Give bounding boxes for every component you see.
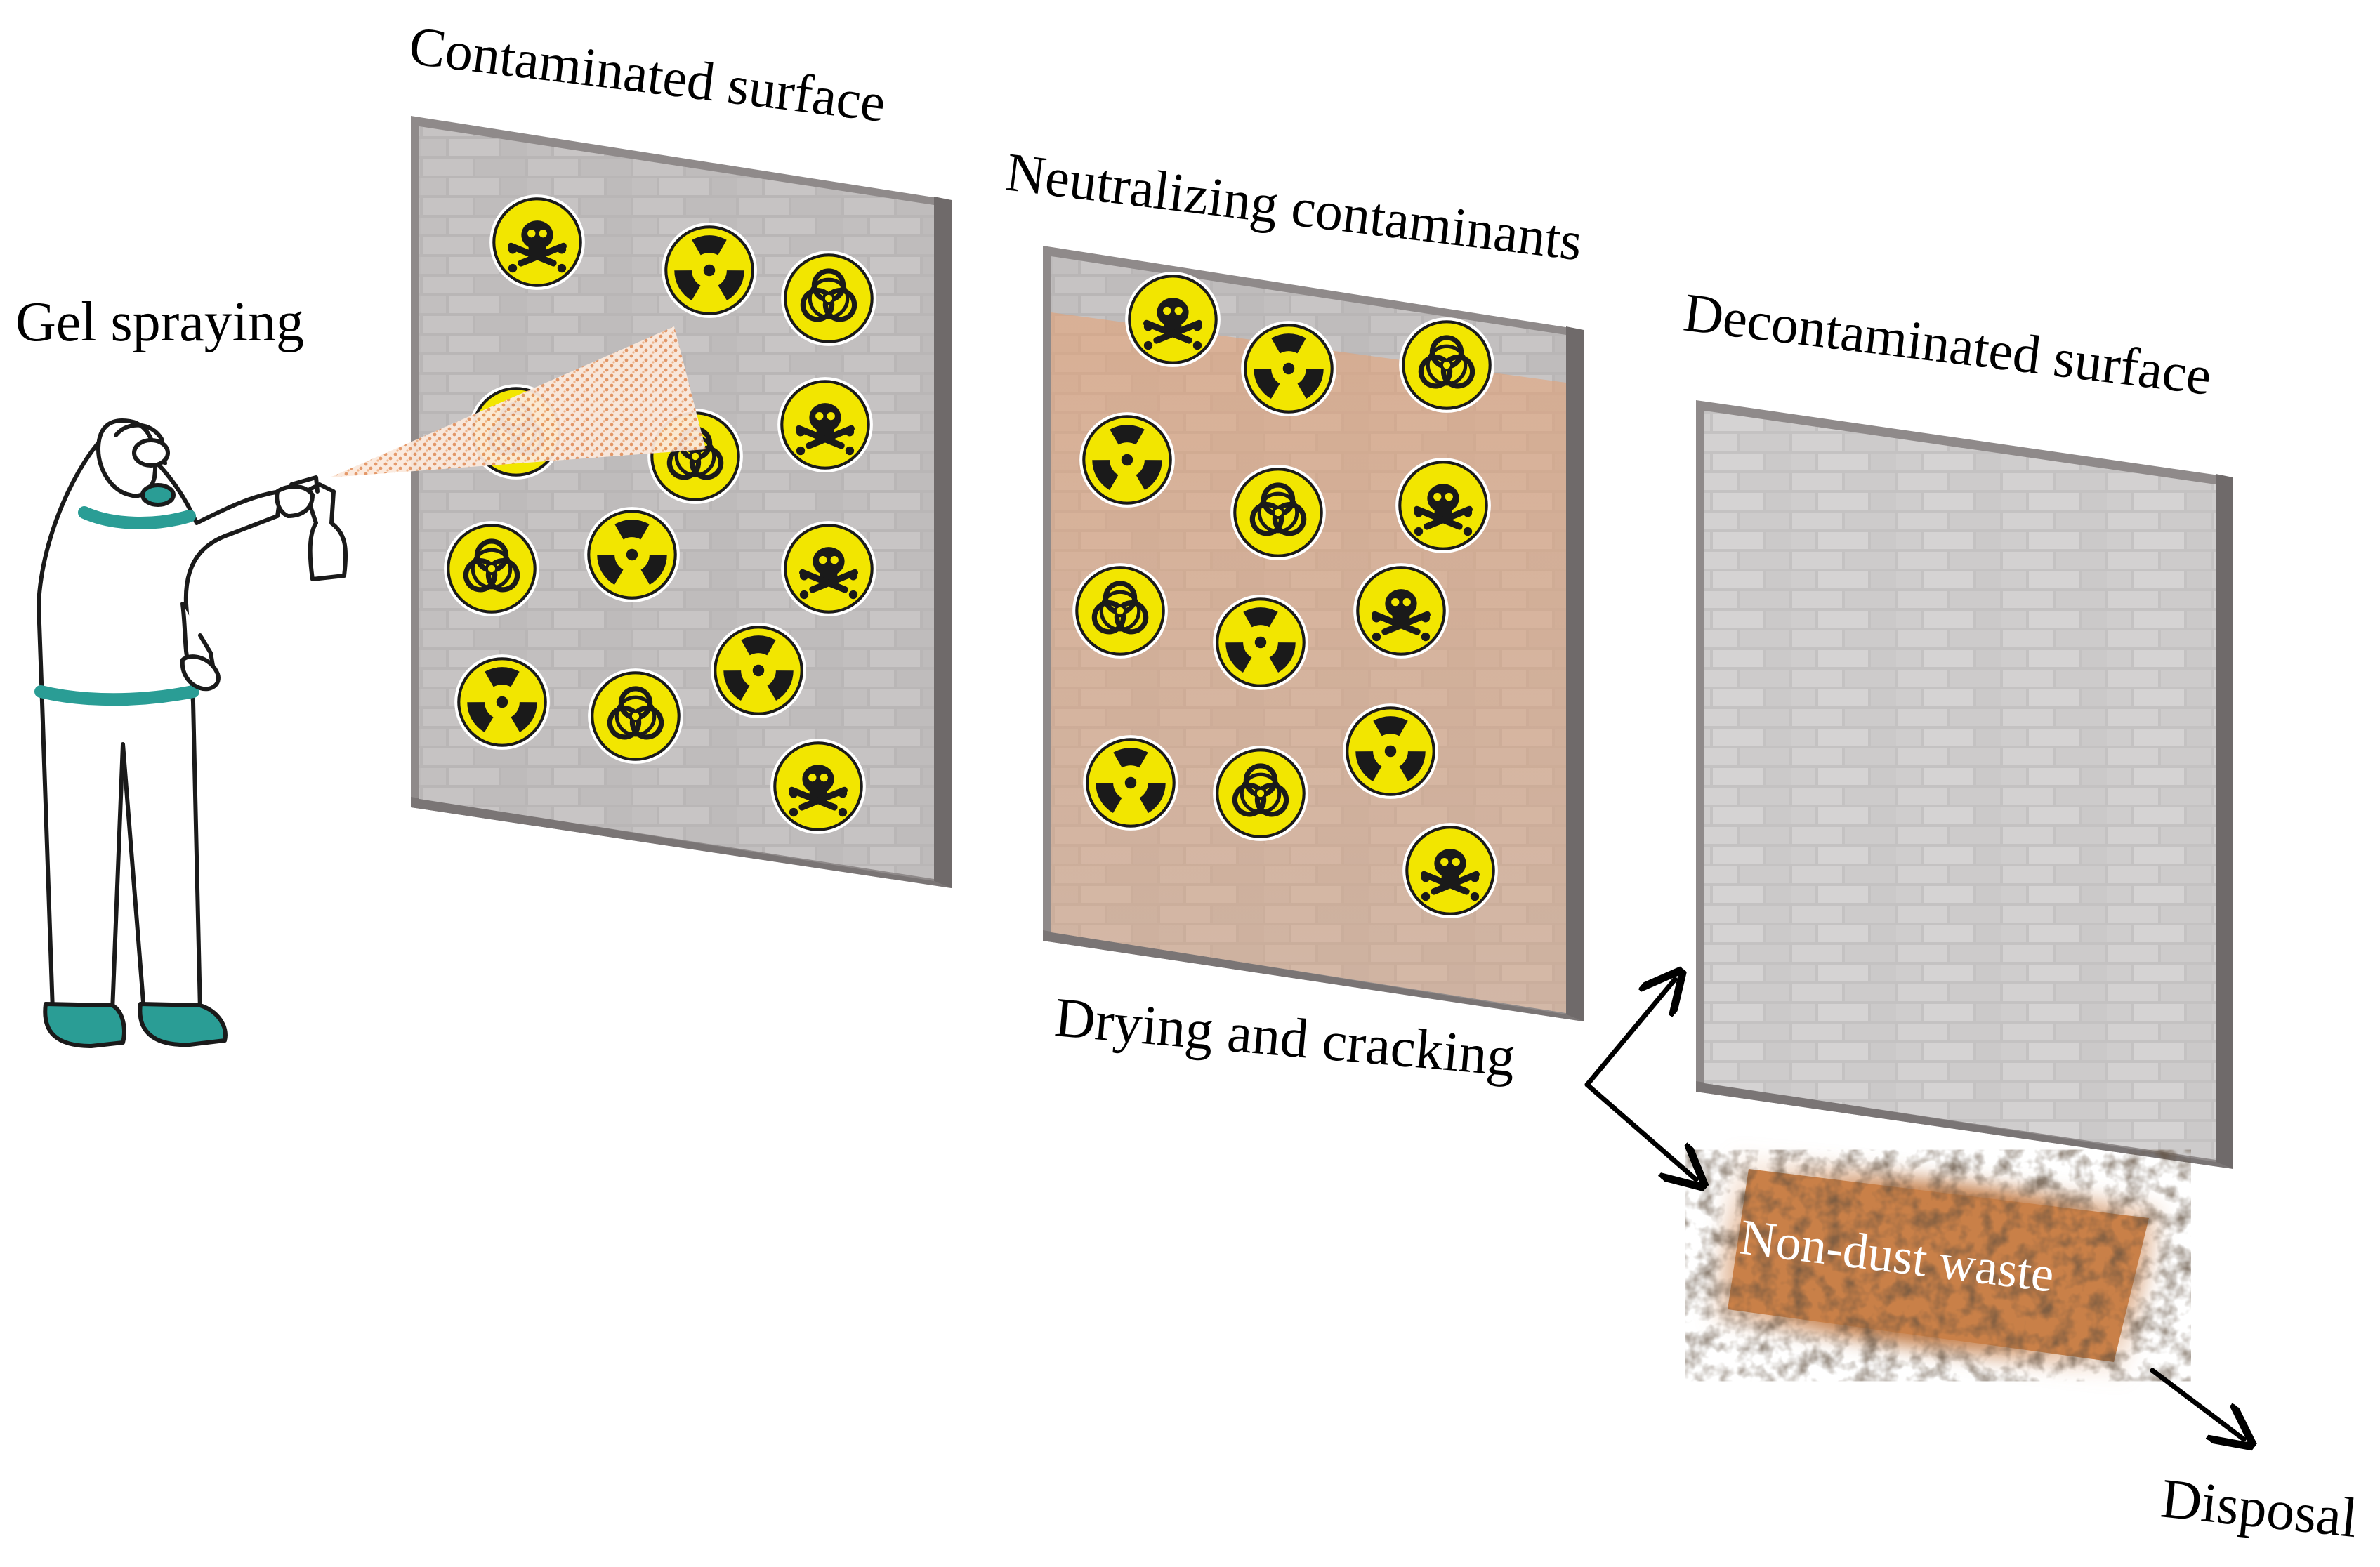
skull-icon <box>777 377 873 472</box>
process-arrows <box>1584 979 2244 1439</box>
skull-icon <box>1402 823 1498 918</box>
radiation-icon <box>1213 595 1308 690</box>
label-neutralizing-contaminants: Neutralizing contaminants <box>1003 141 1586 272</box>
radiation-icon <box>662 223 757 318</box>
radiation-icon <box>1241 321 1336 416</box>
arrow-to-decontaminated <box>1584 979 1675 1087</box>
arrow-to-disposal <box>2150 1368 2244 1439</box>
radiation-icon <box>454 654 550 750</box>
decontaminated-wall <box>1696 400 2233 1169</box>
gel-spray-cone <box>330 326 706 477</box>
radiation-icon <box>1343 703 1438 799</box>
skull-icon <box>1353 563 1449 659</box>
label-drying-and-cracking: Drying and cracking <box>1052 986 1518 1088</box>
skull-icon <box>781 521 876 616</box>
skull-icon <box>770 739 866 834</box>
skull-icon <box>489 194 585 290</box>
skull-icon <box>1395 458 1491 553</box>
radiation-icon <box>1079 412 1175 508</box>
biohazard-icon <box>444 521 539 616</box>
non-dust-waste-block <box>1714 1155 2163 1376</box>
label-decontaminated-surface: Decontaminated surface <box>1681 282 2215 406</box>
radiation-icon <box>711 623 806 718</box>
worker-figure <box>34 418 348 1048</box>
label-contaminated-surface: Contaminated surface <box>406 15 889 133</box>
biohazard-icon <box>1399 317 1494 413</box>
radiation-icon <box>1083 735 1178 831</box>
label-gel-spraying: Gel spraying <box>15 291 304 353</box>
label-disposal: Disposal <box>2158 1467 2360 1549</box>
biohazard-icon <box>1072 563 1168 659</box>
biohazard-icon <box>1213 746 1308 841</box>
arrow-to-waste <box>1584 1082 1696 1179</box>
biohazard-icon <box>588 668 683 764</box>
radiation-icon <box>584 507 680 602</box>
skull-icon <box>1125 272 1221 367</box>
biohazard-icon <box>1230 465 1326 560</box>
biohazard-icon <box>781 251 876 346</box>
